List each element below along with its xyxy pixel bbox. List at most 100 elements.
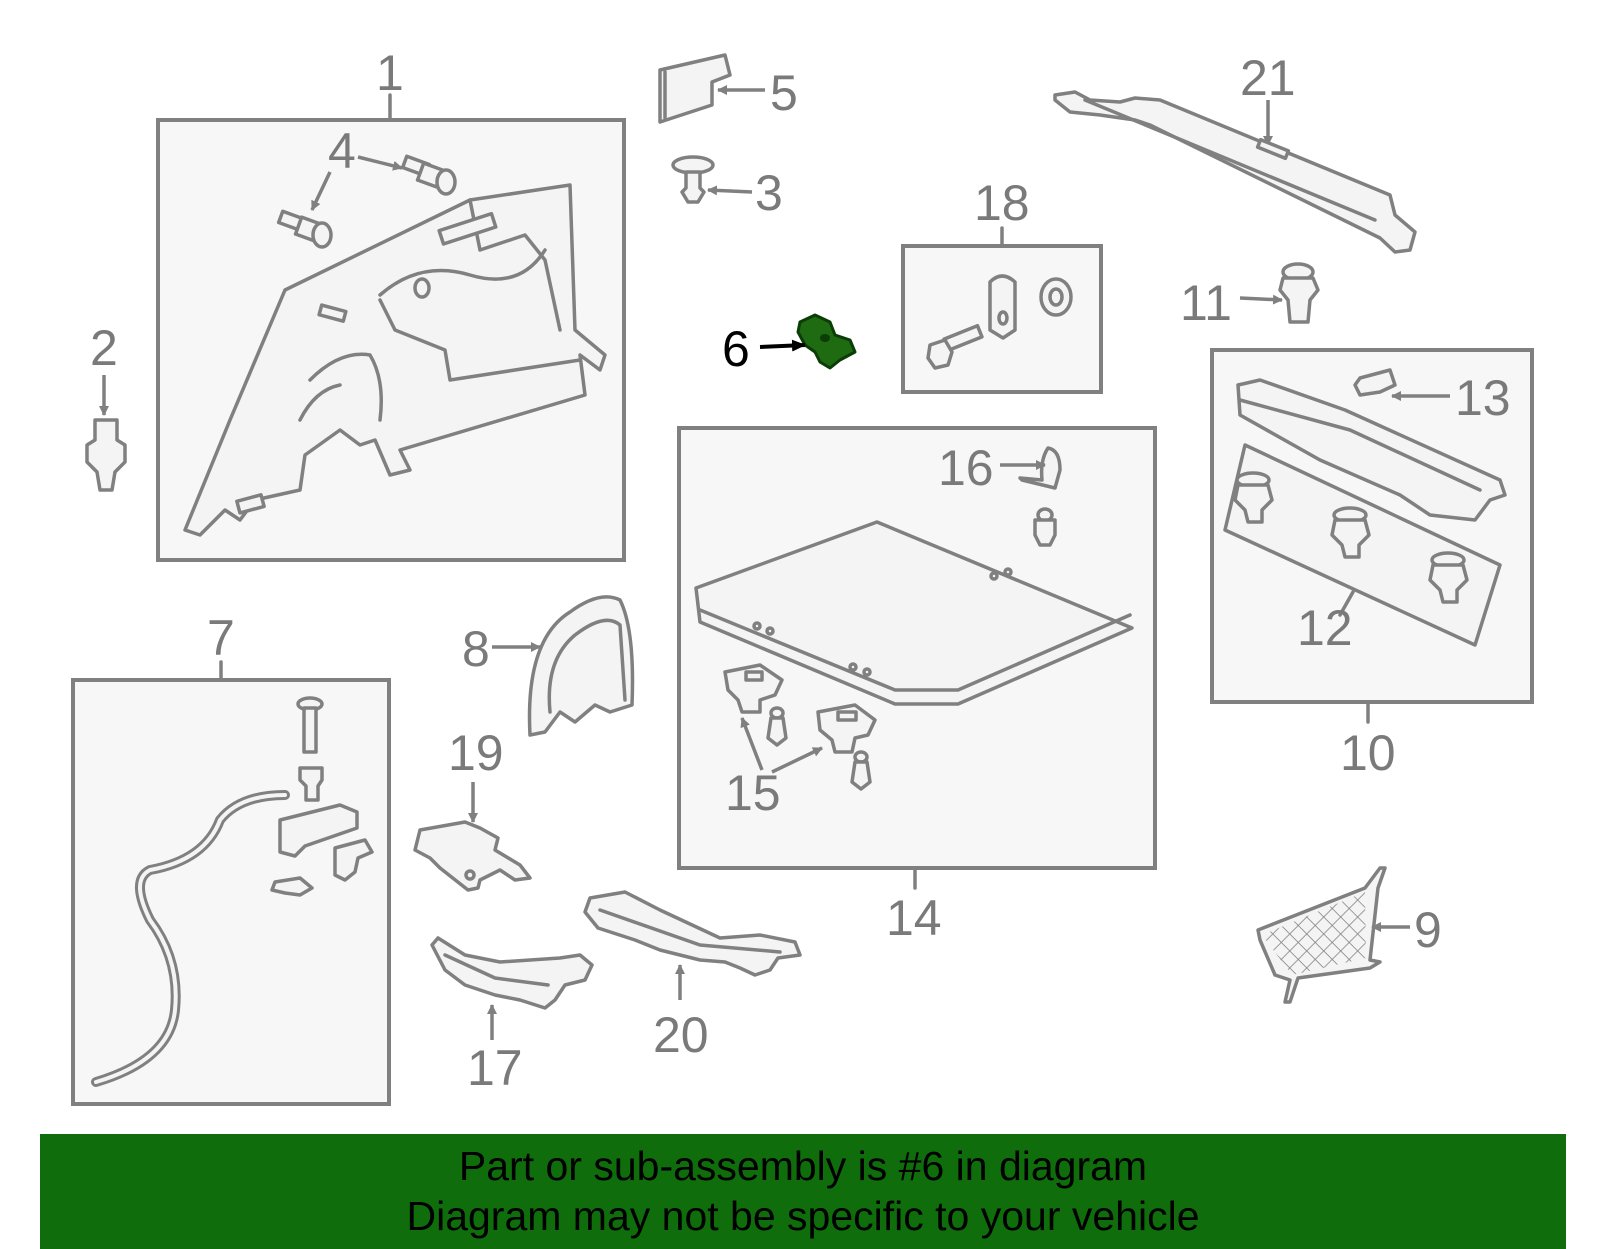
quarter-trim-panel [183,183,607,537]
label-8: 8 [462,621,490,677]
group-8-cover: 8 [462,595,635,737]
bracket-18-hole [997,310,1009,326]
arrow-15a [740,717,764,771]
lever-housing-7 [278,803,359,858]
screw-15a [766,706,788,747]
clip-12c [1428,551,1469,604]
group-18-hardware: 18 [901,175,1103,394]
arrow-15b [771,746,823,774]
bracket-19-hole [464,869,476,881]
info-banner: Part or sub-assembly is #6 in diagram Di… [40,1134,1566,1249]
group-7-cable: 7 [71,610,391,1106]
group-14-floor: 14 16 15 [677,426,1157,946]
clip-12b [1330,506,1371,559]
panel-tab [317,303,348,323]
label-14: 14 [886,890,942,946]
trim-17 [430,936,594,1010]
wheelhouse-inner [298,383,342,422]
group-20-trim: 20 [583,890,802,1063]
clip-7b [270,876,314,897]
label-13: 13 [1455,370,1511,426]
group-17-trim: 17 [430,936,594,1096]
bolt-16 [1033,518,1057,547]
floor-hole [989,571,999,581]
cover-8-inner [547,618,627,714]
cover-21 [1053,90,1417,254]
arrow-4a [310,171,332,211]
label-17: 17 [467,1040,523,1096]
group-2-clip: 2 [85,320,127,492]
pin-7 [302,706,318,754]
leader-12 [1338,590,1355,617]
label-12: 12 [1297,600,1353,656]
group-10-sill: 10 13 12 [1210,348,1534,781]
arrow-6 [759,339,806,352]
floor-hole [848,662,858,672]
panel-slot [437,211,498,246]
wheelhouse-curve [308,352,383,422]
label-18: 18 [974,175,1030,231]
group-9-net: 9 [1256,866,1442,1004]
bracket-16 [1018,446,1062,490]
label-16: 16 [938,440,994,496]
floor-board [694,520,1134,706]
arrow-11 [1239,294,1283,305]
panel-hole [413,277,431,299]
bracket-18 [988,274,1017,340]
floor-hole [862,667,872,677]
label-4: 4 [328,123,356,179]
clip-7 [298,766,324,802]
clip-4b [400,154,457,196]
group-19-bracket: 19 [413,725,532,892]
label-20: 20 [653,1007,709,1063]
group-21-cover: 21 [1053,50,1417,254]
floor-board-edge [698,608,1132,692]
cover-21-tab [1255,137,1291,161]
label-5: 5 [770,65,798,121]
group-1-quarter-trim: 1 4 [156,45,626,562]
banner-line-2: Diagram may not be specific to your vehi… [406,1193,1200,1239]
label-1: 1 [376,45,404,101]
label-2: 2 [90,320,118,376]
panel-clip-tab [235,493,266,515]
label-10: 10 [1340,725,1396,781]
group-11-clip: 11 [1180,262,1320,331]
banner-line-1: Part or sub-assembly is #6 in diagram [458,1143,1148,1189]
bracket-7 [333,838,374,882]
washer-18-hole [1048,287,1064,307]
label-3: 3 [755,165,783,221]
trim-20 [583,890,802,977]
wheelhouse-cover-8 [527,595,635,737]
label-19: 19 [448,725,504,781]
floor-hole [752,621,762,631]
label-7: 7 [207,610,235,666]
panel-floor [378,298,582,382]
sill-ridge [1238,398,1482,492]
group-5-bracket: 5 [658,53,798,124]
panel-curve [378,248,547,297]
clip-4a [276,209,333,249]
trim-20-ridge [598,908,782,954]
cover-21-ridge [1083,98,1377,222]
label-15: 15 [725,765,781,821]
clip-13 [1353,368,1397,397]
label-11: 11 [1180,275,1232,331]
label-9: 9 [1414,902,1442,958]
clip-12a [1233,471,1274,524]
group-3-clip: 3 [671,155,783,221]
bolt-18-head [926,338,954,370]
release-cable-inner [94,793,287,1084]
label-21: 21 [1240,50,1296,106]
arrow-3 [707,185,753,196]
clip-11-body [1278,276,1320,324]
bracket-15b [816,703,877,754]
clip-3-body [680,170,706,204]
label-6: 6 [722,321,750,377]
trim-17-ridge [443,953,550,987]
cargo-net-mesh [1262,892,1366,975]
floor-hole [1003,567,1013,577]
push-clip-2 [85,418,127,492]
group-6-highlighted-bracket[interactable]: 6 [722,313,857,377]
sill-trim-upper [1236,378,1507,522]
